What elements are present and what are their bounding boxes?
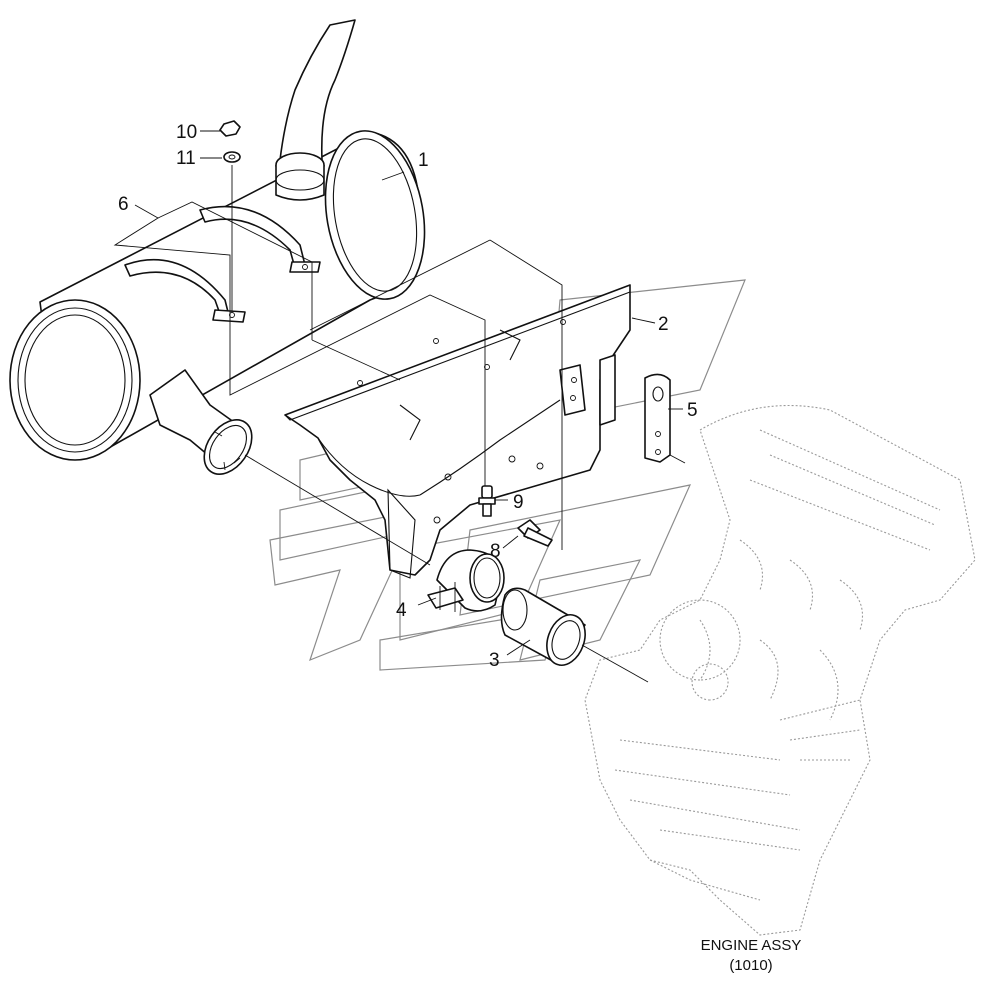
part-6-straps [124,205,321,323]
callout-6: 6 [118,194,129,215]
caption-title: ENGINE ASSY [701,937,802,954]
part-3-tail-pipe [500,587,586,666]
engine-assy-outline [584,405,976,936]
part-11-washer [223,151,241,163]
part-10-nut [219,120,241,137]
callout-11: 11 [176,148,196,169]
callout-2: 2 [658,314,669,335]
part-8-bolt [517,519,553,547]
part-4-clamp [427,549,505,612]
callout-5: 5 [687,400,698,421]
part-5-plate [644,373,671,463]
caption-code: (1010) [729,957,772,974]
part-9-bolt [478,485,496,517]
callout-1: 1 [418,150,429,171]
callout-10: 10 [176,122,197,143]
engine-assy-caption: ENGINE ASSY (1010) [701,937,802,974]
part-2-support-bracket [284,284,631,579]
callouts: 1 2 3 4 5 6 8 9 10 11 [118,122,698,671]
callout-4: 4 [396,600,407,621]
callout-8: 8 [490,541,501,562]
callout-9: 9 [513,492,524,513]
callout-3: 3 [489,650,500,671]
leader-lines [113,130,686,683]
hardware [219,120,553,547]
